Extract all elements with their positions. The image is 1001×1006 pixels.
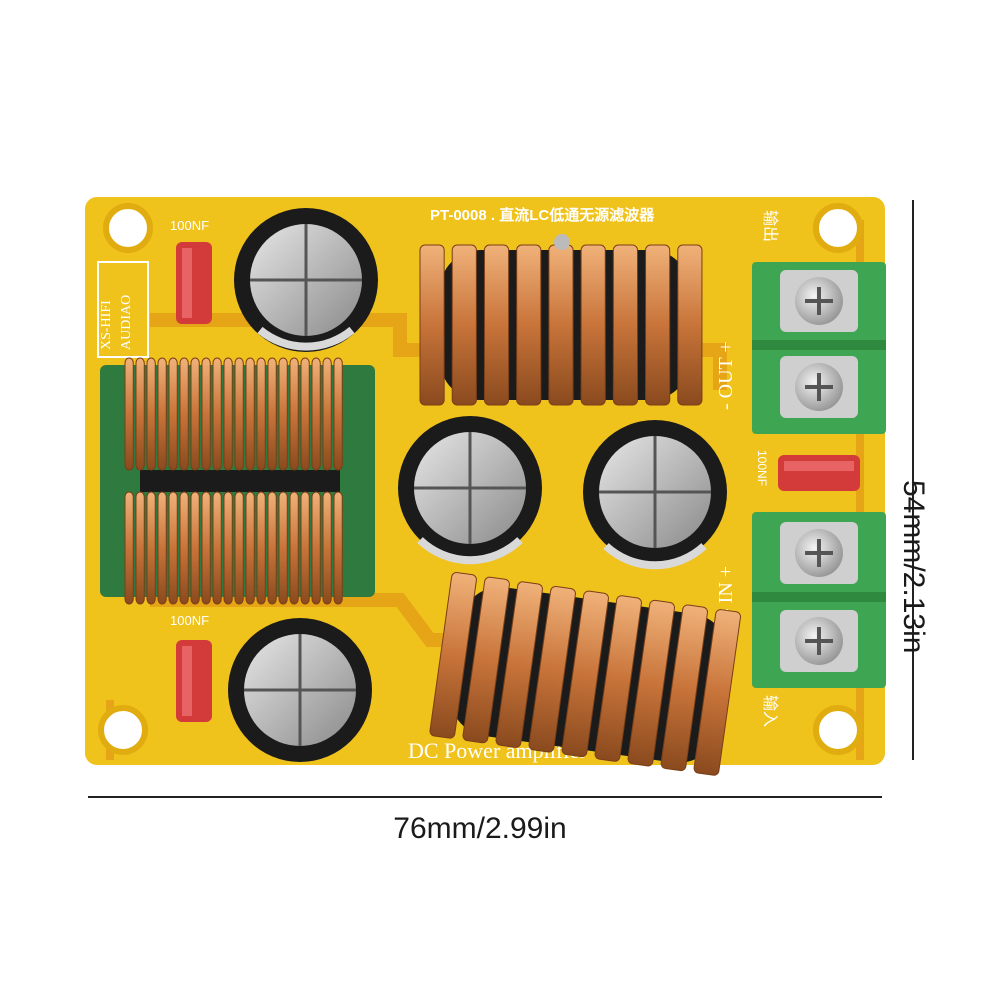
out-chinese: 输出 xyxy=(761,210,780,242)
copper-winding-turn xyxy=(660,604,708,772)
copper-winding-turn xyxy=(548,244,574,406)
copper-winding-turn xyxy=(179,491,189,605)
brand-box: XS-HIFI AUDIAO xyxy=(97,261,149,358)
copper-winding-turn xyxy=(168,357,178,471)
height-dimension-label: 54mm/2.13in xyxy=(897,480,930,654)
film-capacitor-top xyxy=(176,242,212,324)
copper-winding-turn xyxy=(300,491,310,605)
copper-winding-turn xyxy=(451,244,477,406)
copper-winding-turn xyxy=(234,491,244,605)
copper-winding-turn xyxy=(223,491,233,605)
copper-winding-turn xyxy=(693,609,741,776)
screw-in-minus xyxy=(780,610,858,672)
copper-winding-turn xyxy=(245,491,255,605)
copper-winding-turn xyxy=(495,581,543,748)
mounting-hole-tr xyxy=(813,203,863,253)
copper-winding-turn xyxy=(289,357,299,471)
copper-winding-turn xyxy=(462,576,510,744)
copper-winding-turn xyxy=(333,491,343,605)
mounting-hole-br xyxy=(813,705,863,755)
copper-winding-turn xyxy=(256,357,266,471)
copper-winding-turn xyxy=(278,357,288,471)
in-chinese: 输入 xyxy=(761,695,780,727)
copper-winding-turn xyxy=(561,590,609,758)
electrolytic-capacitor-3 xyxy=(583,420,727,570)
copper-winding-turn xyxy=(245,357,255,471)
model-title: PT-0008 . 直流LC低通无源滤波器 xyxy=(430,206,655,224)
copper-winding-turn xyxy=(627,599,675,767)
width-dimension-label: 76mm/2.99in xyxy=(393,812,567,845)
inductor-bottom xyxy=(429,572,741,776)
copper-winding-turn xyxy=(311,357,321,471)
cap-label-top: 100NF xyxy=(170,218,209,233)
copper-winding-turn xyxy=(190,357,200,471)
copper-winding-turn xyxy=(267,357,277,471)
copper-winding-turn xyxy=(201,491,211,605)
copper-winding-turn xyxy=(429,572,477,739)
brand-line1: XS-HIFI xyxy=(99,300,114,350)
copper-winding-turn xyxy=(223,357,233,471)
copper-winding-turn xyxy=(322,357,332,471)
copper-winding-turn xyxy=(135,357,145,471)
copper-winding-turn xyxy=(322,491,332,605)
copper-winding-turn xyxy=(157,357,167,471)
copper-winding-turn xyxy=(124,357,134,471)
electrolytic-capacitor-2 xyxy=(398,416,542,565)
mounting-hole-bl xyxy=(98,705,148,755)
brand-line2: AUDIAO xyxy=(119,295,134,350)
copper-winding-turn xyxy=(300,357,310,471)
copper-winding-turn xyxy=(168,491,178,605)
copper-winding-turn xyxy=(201,357,211,471)
screw-in-plus xyxy=(780,522,858,584)
copper-winding-turn xyxy=(594,595,642,762)
copper-winding-turn xyxy=(146,491,156,605)
copper-winding-turn xyxy=(157,491,167,605)
copper-winding-turn xyxy=(278,491,288,605)
copper-winding-turn xyxy=(677,244,703,406)
copper-winding-turn xyxy=(289,491,299,605)
copper-winding-turn xyxy=(190,491,200,605)
terminal-block-out xyxy=(752,262,886,434)
copper-winding-turn xyxy=(234,357,244,471)
copper-winding-turn xyxy=(135,491,145,605)
cap-label-right: 100NF xyxy=(755,450,769,486)
copper-winding-turn xyxy=(267,491,277,605)
cap-label-bottom: 100NF xyxy=(170,613,209,628)
terminal-block-in xyxy=(752,512,886,688)
screw-out-minus xyxy=(780,356,858,418)
copper-winding-turn xyxy=(256,491,266,605)
electrolytic-capacitor-4 xyxy=(228,618,372,762)
electrolytic-capacitor-1 xyxy=(234,208,378,352)
mounting-hole-tl xyxy=(103,203,153,253)
copper-winding-turn xyxy=(483,244,510,406)
copper-winding-turn xyxy=(212,357,222,471)
copper-winding-turn xyxy=(333,357,343,471)
copper-winding-turn xyxy=(124,491,134,605)
copper-winding-turn xyxy=(311,491,321,605)
copper-winding-turn xyxy=(612,244,638,406)
copper-winding-turn xyxy=(528,585,576,753)
copper-winding-turn xyxy=(645,244,671,406)
copper-winding-turn xyxy=(146,357,156,471)
copper-winding-turn xyxy=(179,357,189,471)
film-capacitor-right xyxy=(778,455,860,491)
copper-winding-turn xyxy=(212,491,222,605)
inductor-top xyxy=(419,234,703,406)
common-mode-choke xyxy=(100,357,375,605)
out-label: - OUT + xyxy=(715,341,737,410)
copper-winding-turn xyxy=(516,244,542,406)
film-capacitor-bottom xyxy=(176,640,212,722)
copper-winding-turn xyxy=(580,244,606,406)
screw-out-plus xyxy=(780,270,858,332)
copper-winding-turn xyxy=(419,244,445,406)
in-label: - IN + xyxy=(715,566,737,615)
